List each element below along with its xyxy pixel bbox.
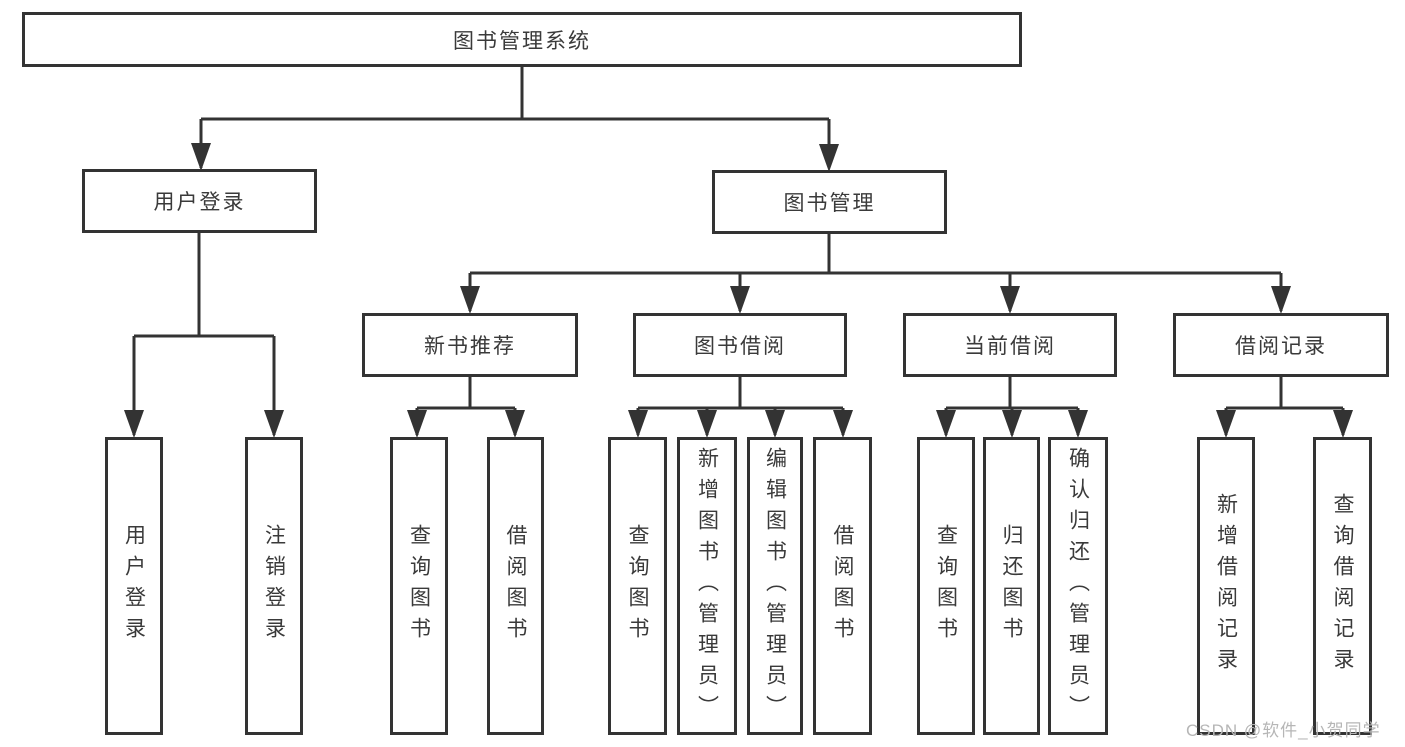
arrowhead <box>936 410 956 438</box>
node-leaf-nb-borrow-books: 借阅图书 <box>487 437 544 735</box>
edge-book-management-children <box>468 234 1283 311</box>
node-leaf-rec-add-record: 新增借阅记录 <box>1197 437 1255 735</box>
arrowhead <box>124 410 144 438</box>
node-label: 借阅图书 <box>504 524 527 648</box>
node-label: 查询图书 <box>407 524 431 648</box>
arrowhead <box>505 410 525 438</box>
node-user-login: 用户登录 <box>82 169 317 233</box>
node-new-book-recommend: 新书推荐 <box>362 313 578 377</box>
node-leaf-bw-borrow-books: 借阅图书 <box>813 437 872 735</box>
edge-borrow-records-children <box>1224 377 1345 435</box>
node-label: 新增借阅记录 <box>1214 493 1238 679</box>
arrowhead <box>407 410 427 438</box>
watermark: CSDN @软件_小贺同学 <box>1186 721 1381 740</box>
node-label: 借阅记录 <box>1235 335 1327 358</box>
arrowhead <box>1216 410 1236 438</box>
arrowhead <box>1271 286 1291 314</box>
arrowhead <box>191 143 211 171</box>
node-leaf-logout: 注销登录 <box>245 437 303 735</box>
arrowhead <box>628 410 648 438</box>
node-leaf-cur-confirm-return: 确认归还（管理员） <box>1048 437 1108 735</box>
arrowhead <box>460 286 480 314</box>
node-leaf-nb-query-books: 查询图书 <box>390 437 448 735</box>
node-leaf-bw-query-books: 查询图书 <box>608 437 667 735</box>
arrowhead <box>730 286 750 314</box>
arrowhead <box>833 410 853 438</box>
arrowhead <box>765 410 785 438</box>
node-label: 图书管理 <box>783 192 876 215</box>
arrowhead <box>1333 410 1353 438</box>
node-label: 新书推荐 <box>424 335 516 358</box>
node-label: 查询图书 <box>934 524 958 648</box>
arrowhead <box>264 410 284 438</box>
node-label: 归还图书 <box>1000 524 1023 648</box>
node-label: 当前借阅 <box>964 335 1056 358</box>
node-leaf-cur-return-books: 归还图书 <box>983 437 1040 735</box>
edge-user-login-children <box>132 233 276 435</box>
node-leaf-bw-add-books: 新增图书（管理员） <box>677 437 737 735</box>
node-label: 注销登录 <box>262 524 286 648</box>
node-label: 用户登录 <box>153 191 246 214</box>
node-leaf-cur-query-books: 查询图书 <box>917 437 975 735</box>
arrowhead <box>697 410 717 438</box>
arrowhead <box>1002 410 1022 438</box>
node-leaf-rec-query-record: 查询借阅记录 <box>1313 437 1372 735</box>
node-book-management: 图书管理 <box>712 170 947 234</box>
node-label: 新增图书（管理员） <box>695 446 719 726</box>
node-current-borrow: 当前借阅 <box>903 313 1117 377</box>
node-label: 查询图书 <box>626 524 649 648</box>
node-label: 图书借阅 <box>694 335 786 358</box>
node-root: 图书管理系统 <box>22 12 1022 67</box>
node-borrow-records: 借阅记录 <box>1173 313 1389 377</box>
node-book-borrow: 图书借阅 <box>633 313 847 377</box>
node-label: 用户登录 <box>122 524 146 648</box>
arrowhead <box>1068 410 1088 438</box>
edge-root-children <box>199 67 831 168</box>
node-label: 确认归还（管理员） <box>1066 446 1090 726</box>
node-leaf-bw-edit-books: 编辑图书（管理员） <box>747 437 803 735</box>
node-label: 借阅图书 <box>831 524 854 648</box>
arrowhead <box>819 144 839 172</box>
arrowhead <box>1000 286 1020 314</box>
node-label: 查询借阅记录 <box>1331 493 1354 679</box>
node-label: 编辑图书（管理员） <box>763 446 787 726</box>
node-label: 图书管理系统 <box>453 29 591 53</box>
edge-book-borrow-children <box>636 377 845 435</box>
edge-new-book-children <box>415 377 517 435</box>
node-leaf-user-login: 用户登录 <box>105 437 163 735</box>
